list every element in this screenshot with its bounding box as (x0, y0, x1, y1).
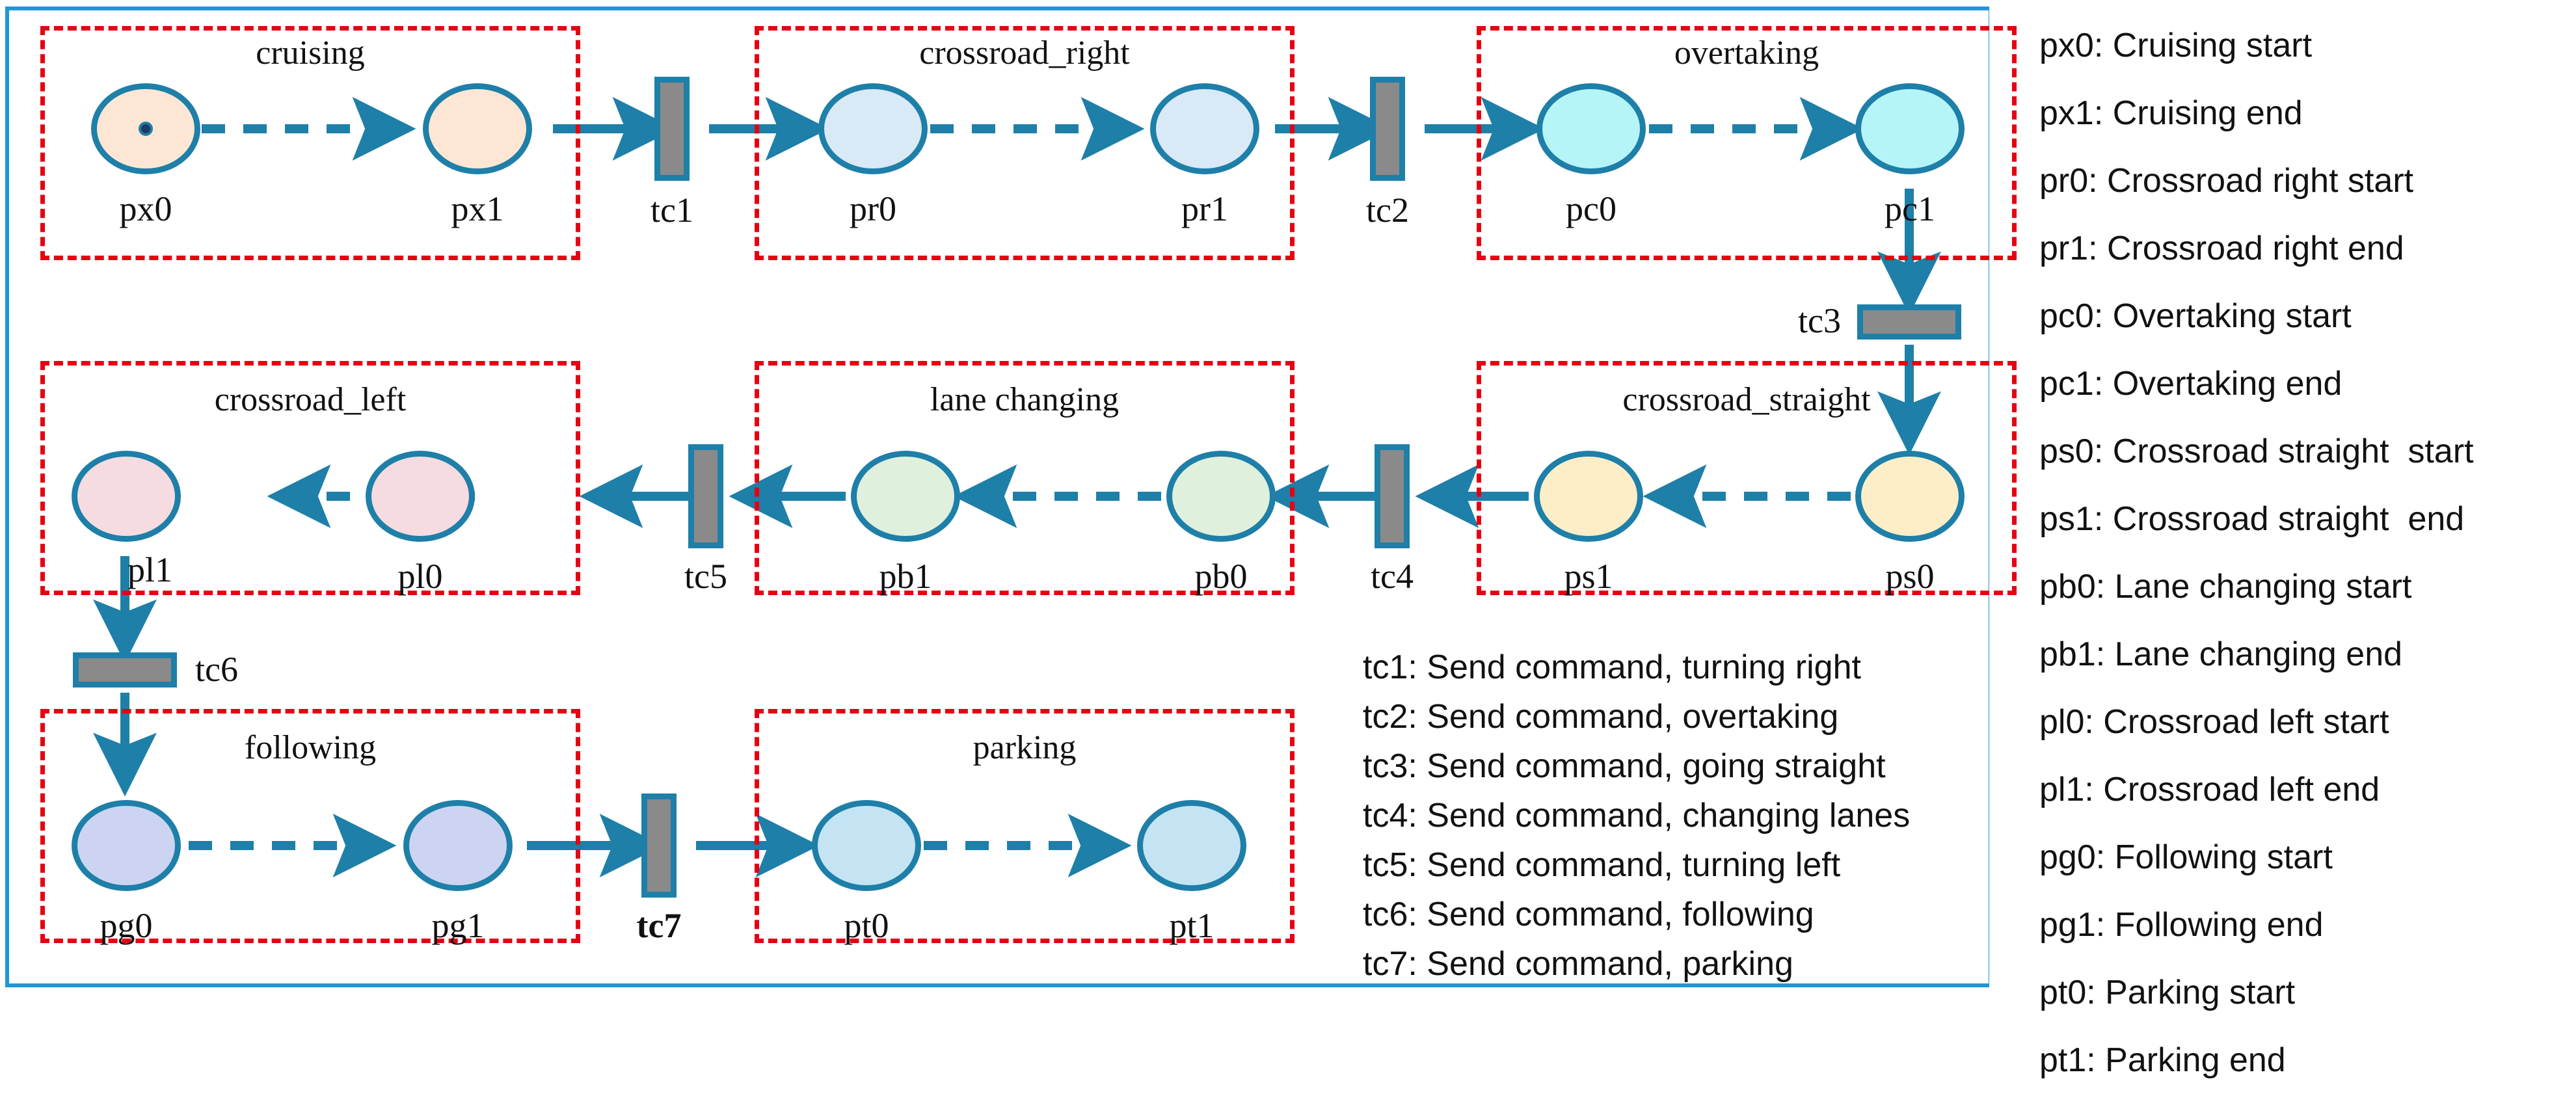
place-label-pl1: pl1 (127, 550, 173, 589)
place-label-ps1: ps1 (1564, 557, 1613, 596)
place-legend-item: pb0: Lane changing start (2039, 568, 2412, 606)
transition-legend-item: tc7: Send command, parking (1363, 945, 1793, 983)
place-ps0[interactable] (1855, 451, 1965, 542)
place-label-pt0: pt0 (844, 906, 889, 945)
transition-tc7[interactable] (641, 794, 677, 898)
place-pg0[interactable] (72, 800, 181, 891)
place-label-pc0: pc0 (1566, 189, 1617, 228)
place-legend-item: pr0: Crossroad right start (2039, 162, 2414, 200)
transition-label-tc7: tc7 (636, 906, 682, 945)
place-pr1[interactable] (1150, 83, 1259, 174)
group-box-crossroad-right (755, 26, 1295, 260)
place-legend-item: pr1: Crossroad right end (2039, 230, 2404, 267)
place-label-pr1: pr1 (1181, 189, 1228, 228)
group-box-crossroad-straight (1477, 361, 2017, 595)
group-title-following: following (244, 729, 377, 766)
place-px1[interactable] (423, 83, 532, 174)
group-title-lane-changing: lane changing (930, 381, 1120, 418)
place-legend-item: pb1: Lane changing end (2039, 635, 2403, 673)
place-label-pr0: pr0 (850, 189, 896, 228)
transition-label-tc1: tc1 (651, 191, 693, 230)
place-legend-item: pc1: Overtaking end (2039, 365, 2342, 403)
group-title-overtaking: overtaking (1674, 34, 1819, 72)
group-title-crossroad-right: crossroad_right (919, 34, 1130, 72)
place-label-pt1: pt1 (1169, 906, 1214, 945)
place-legend-item: pt0: Parking start (2039, 974, 2296, 1011)
group-box-following (40, 709, 580, 943)
transition-legend-item: tc6: Send command, following (1363, 896, 1814, 933)
transition-tc6[interactable] (73, 652, 177, 687)
place-legend-item: px1: Cruising end (2039, 94, 2303, 132)
place-pb0[interactable] (1166, 451, 1276, 542)
transition-label-tc5: tc5 (684, 557, 727, 596)
place-pl1[interactable] (72, 451, 181, 542)
transition-legend-item: tc2: Send command, overtaking (1363, 698, 1839, 736)
place-label-px1: px1 (451, 189, 504, 228)
group-title-cruising: cruising (256, 34, 365, 72)
group-box-cruising (40, 26, 580, 260)
place-pl0[interactable] (366, 451, 475, 542)
place-ps1[interactable] (1534, 451, 1643, 542)
place-legend-item: pg0: Following start (2039, 838, 2333, 876)
group-title-parking: parking (973, 729, 1077, 766)
place-label-pb1: pb1 (879, 557, 932, 596)
place-pc0[interactable] (1536, 83, 1646, 174)
group-title-crossroad-straight: crossroad_straight (1622, 381, 1871, 418)
place-pc1[interactable] (1855, 83, 1965, 174)
place-label-pc1: pc1 (1885, 189, 1935, 228)
transition-legend-item: tc4: Send command, changing lanes (1363, 797, 1911, 834)
place-legend-item: pt1: Parking end (2039, 1041, 2286, 1079)
place-label-ps0: ps0 (1885, 557, 1935, 596)
transition-legend-item: tc5: Send command, turning left (1363, 846, 1841, 884)
place-legend-item: pl0: Crossroad left start (2039, 703, 2389, 741)
place-pt0[interactable] (812, 800, 921, 891)
place-pb1[interactable] (851, 451, 960, 542)
token-px0 (139, 122, 153, 136)
place-legend-item: pg1: Following end (2039, 906, 2324, 944)
transition-label-tc2: tc2 (1366, 191, 1409, 230)
transition-label-tc3: tc3 (1798, 301, 1841, 340)
place-legend-item: pl1: Crossroad left end (2039, 771, 2380, 808)
group-title-crossroad-left: crossroad_left (214, 381, 407, 418)
transition-tc2[interactable] (1370, 77, 1405, 181)
legend-panel (1989, 7, 2571, 987)
group-box-parking (755, 709, 1295, 943)
place-label-pg1: pg1 (431, 906, 485, 945)
place-label-px0: px0 (119, 189, 172, 228)
place-legend-item: px0: Cruising start (2039, 27, 2313, 64)
group-box-lane-changing (755, 361, 1295, 595)
group-box-crossroad-left (40, 361, 580, 595)
transition-legend-list: tc1: Send command, turning right tc2: Se… (1363, 643, 1981, 989)
transition-tc4[interactable] (1375, 444, 1410, 548)
place-pg1[interactable] (403, 800, 513, 891)
place-label-pb0: pb0 (1194, 557, 1248, 596)
place-legend-item: ps0: Crossroad straight start (2039, 433, 2474, 470)
place-pr0[interactable] (818, 83, 928, 174)
place-pt1[interactable] (1137, 800, 1246, 891)
place-legend-item: pc0: Overtaking start (2039, 297, 2352, 335)
place-legend-item: ps1: Crossroad straight end (2039, 500, 2465, 538)
group-box-overtaking (1477, 26, 2017, 260)
place-legend-list: px0: Cruising start px1: Cruising end pr… (2039, 12, 2573, 1094)
transition-legend-item: tc3: Send command, going straight (1363, 747, 1886, 785)
transition-tc3[interactable] (1857, 304, 1961, 340)
transition-tc1[interactable] (654, 77, 690, 181)
transition-legend-item: tc1: Send command, turning right (1363, 648, 1861, 686)
transition-tc5[interactable] (688, 444, 723, 548)
place-label-pg0: pg0 (100, 906, 153, 945)
transition-label-tc6: tc6 (195, 650, 238, 689)
transition-label-tc4: tc4 (1371, 557, 1414, 596)
place-label-pl0: pl0 (397, 557, 443, 596)
